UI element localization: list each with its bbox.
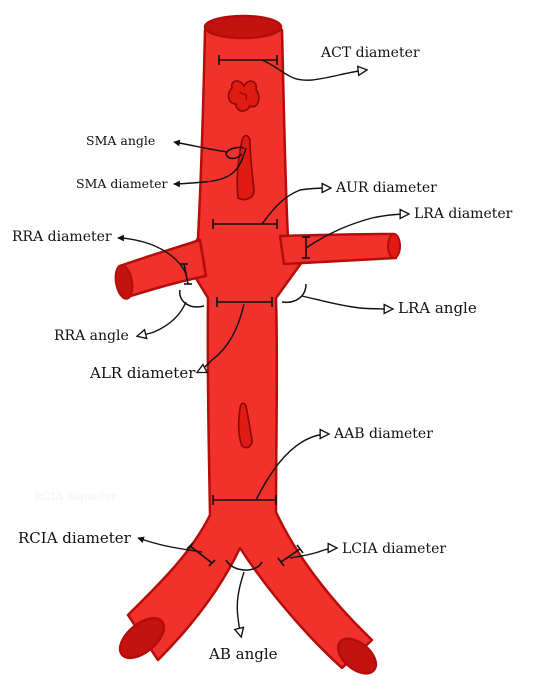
label-alr-diameter: ALR diameter — [89, 364, 196, 382]
label-rra-diameter: RRA diameter — [12, 229, 112, 245]
aortic-trunk — [128, 30, 372, 668]
ab-angle-leader — [237, 572, 244, 636]
label-ab-angle: AB angle — [208, 645, 278, 663]
lra-angle-leader — [302, 296, 392, 309]
label-rra-angle: RRA angle — [54, 328, 129, 344]
label-lra-diameter: LRA diameter — [414, 206, 513, 222]
rra-angle-leader — [138, 302, 186, 336]
label-aur-diameter: AUR diameter — [335, 180, 437, 196]
aorta-vessel — [113, 16, 400, 680]
label-act-diameter: ACT diameter — [320, 45, 420, 61]
aorta-top-opening — [205, 16, 281, 38]
label-lcia-diameter: LCIA diameter — [342, 541, 446, 557]
label-rcia-diameter: RCIA diameter — [18, 529, 132, 547]
label-sma-angle: SMA angle — [86, 133, 155, 148]
rra-angle-arc — [180, 290, 204, 307]
label-sma-diameter: SMA diameter — [76, 176, 167, 191]
label-faint-ghost: RCIA diameter — [34, 490, 117, 503]
label-aab-diameter: AAB diameter — [333, 426, 433, 442]
left-renal-artery — [280, 234, 396, 264]
left-renal-opening — [388, 234, 400, 258]
label-lra-angle: LRA angle — [398, 299, 477, 317]
